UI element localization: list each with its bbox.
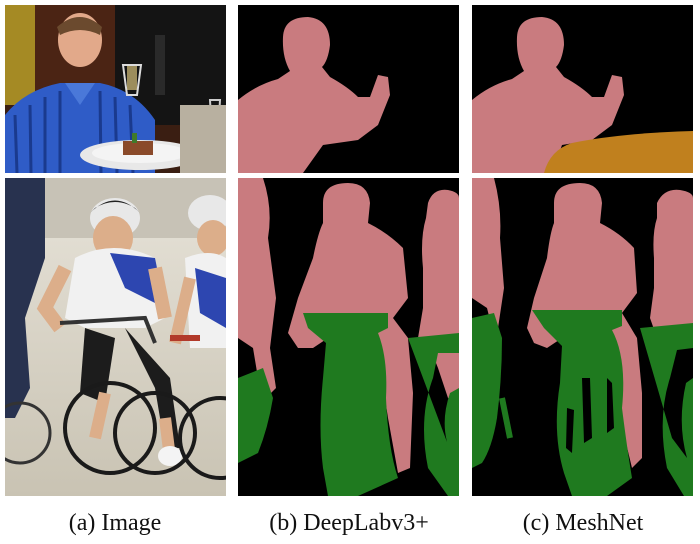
bicycle-mask: [472, 313, 502, 468]
bicycle-mask: [640, 323, 693, 496]
meshnet-cyclists: [472, 178, 693, 496]
deeplab-cyclists: [238, 178, 459, 496]
photo-diner: [5, 5, 226, 173]
meshnet-diner: [472, 5, 693, 173]
person-mask: [418, 189, 459, 408]
person-mask: [472, 178, 504, 328]
photo-cyclists: [5, 178, 226, 496]
caption-meshnet: (c) MeshNet: [522, 510, 644, 536]
bicycle-mask: [303, 313, 398, 496]
table-mask: [544, 131, 693, 173]
caption-image: (a) Image: [68, 510, 162, 536]
bicycle-mask: [408, 333, 459, 496]
person-mask: [650, 189, 693, 338]
person-mask: [238, 178, 276, 396]
deeplab-diner: [238, 5, 459, 173]
caption-deeplabv3-plus: (b) DeepLabv3+: [269, 510, 429, 536]
bicycle-mask: [532, 310, 632, 496]
bicycle-mask: [238, 368, 273, 463]
person-mask: [238, 17, 390, 173]
person-mask: [472, 17, 624, 173]
